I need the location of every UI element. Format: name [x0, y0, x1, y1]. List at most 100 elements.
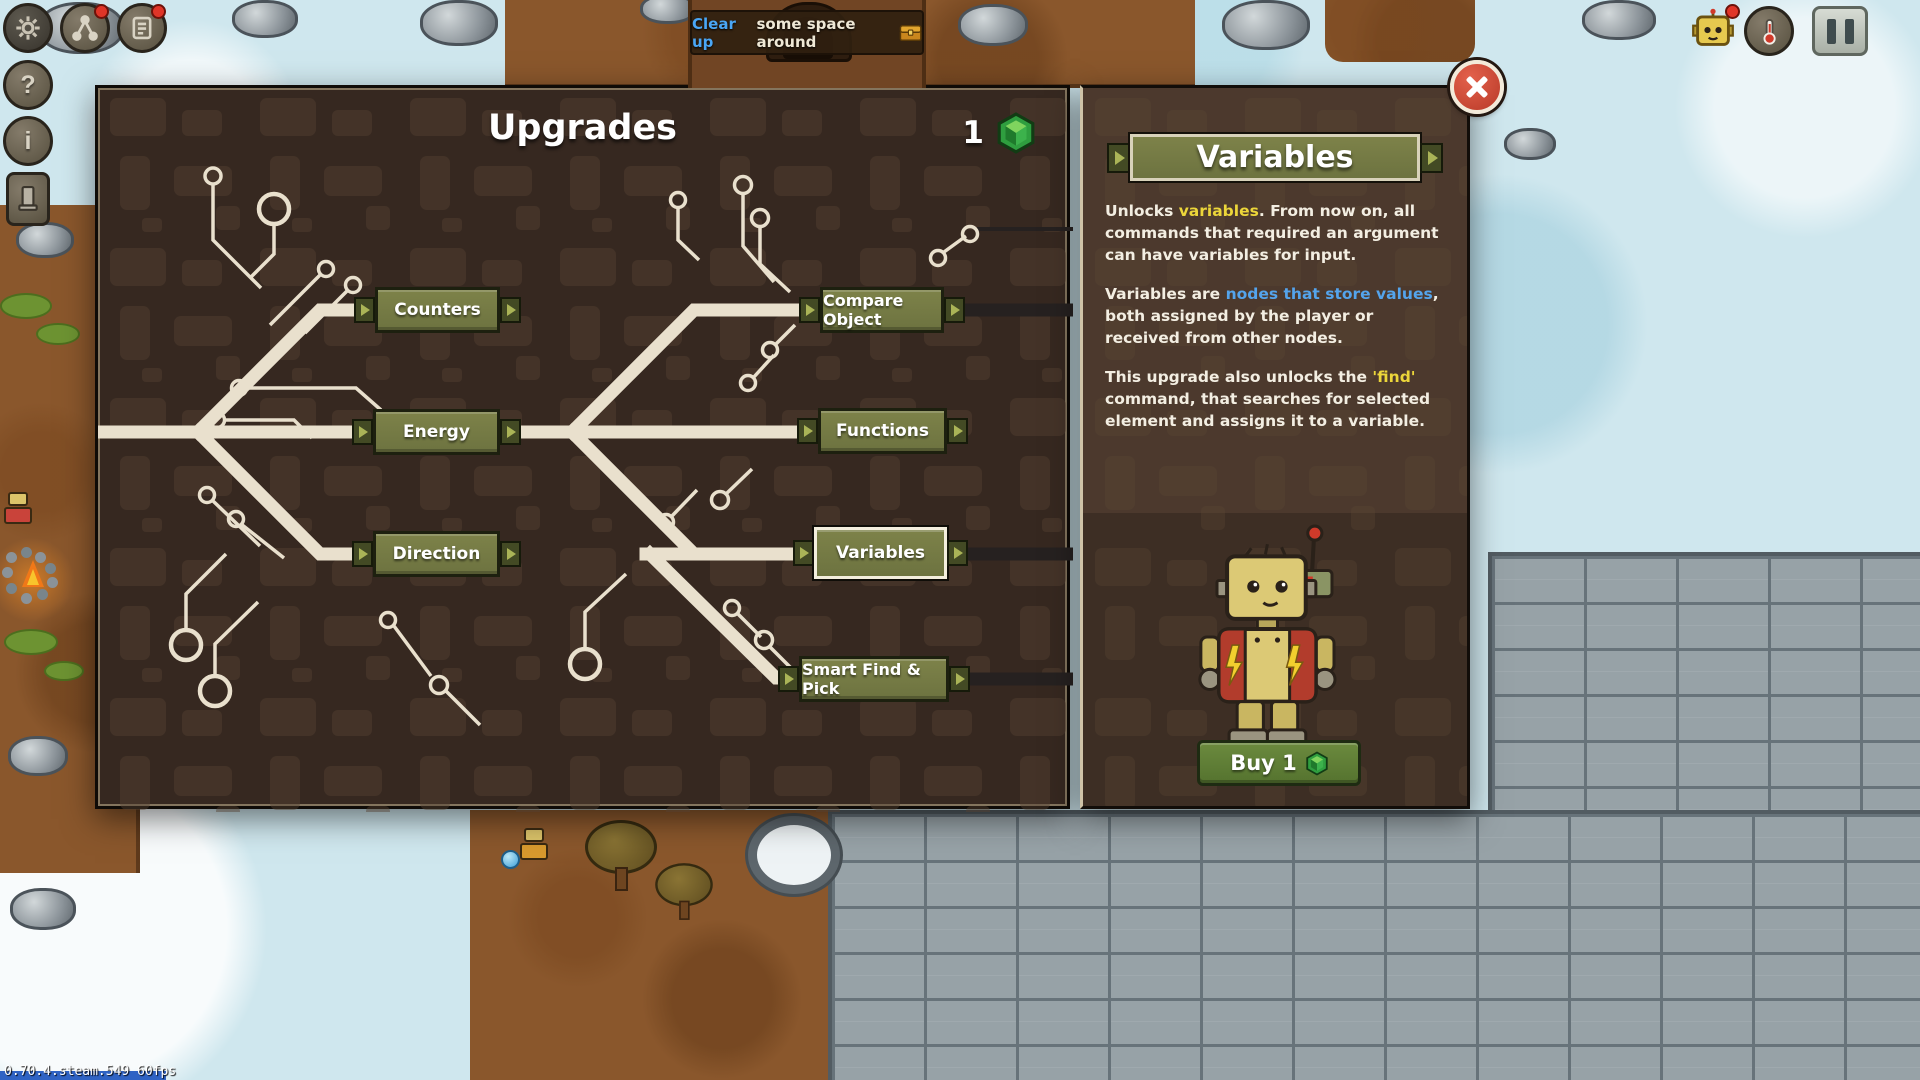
node-connector-right	[944, 297, 965, 323]
node-connector-left	[797, 418, 818, 444]
description-paragraph: Variables are nodes that store values, b…	[1105, 285, 1439, 347]
tasks-button[interactable]	[117, 3, 167, 53]
info-button[interactable]: i	[3, 116, 53, 166]
monument-icon	[18, 186, 38, 211]
upgrade-node-direction[interactable]: Direction	[352, 531, 521, 577]
loading-strip	[0, 1071, 166, 1080]
description-paragraph: Unlocks variables. From now on, all comm…	[1105, 202, 1439, 264]
tree-canopy	[585, 820, 657, 874]
detail-title: Variables	[1130, 134, 1420, 181]
robot-head	[8, 492, 28, 506]
upgrade-detail-panel: Variables Unlocks variables. From now on…	[1080, 85, 1470, 809]
gem-counter: 1	[962, 112, 1035, 154]
buy-label: Buy 1	[1230, 751, 1297, 775]
version-text: 0.70.4.steam.549 60fps	[4, 1064, 177, 1079]
robot-status-button[interactable]	[1688, 4, 1740, 52]
upgrade-node-counters[interactable]: Counters	[354, 287, 521, 333]
upgrades-panel: Upgrades 1 Counters Energy Direction	[95, 85, 1073, 812]
notification-banner[interactable]: Clear up some space around	[690, 10, 924, 55]
tree	[655, 863, 713, 920]
question-icon: ?	[20, 70, 36, 99]
close-button[interactable]	[1450, 60, 1504, 114]
automation-tree-button[interactable]	[60, 3, 110, 53]
tree	[585, 820, 657, 891]
campfire	[0, 534, 78, 626]
tree-trunk	[678, 900, 690, 920]
flame-icon	[22, 560, 44, 587]
upgrade-description: Unlocks variables. From now on, all comm…	[1105, 200, 1452, 449]
node-connector-left	[778, 666, 799, 692]
stone-floor-right	[1488, 552, 1920, 814]
rock	[10, 888, 76, 930]
node-connector-right	[949, 666, 970, 692]
chest-icon	[899, 24, 922, 41]
worker-robot	[4, 492, 32, 524]
node-connector-left	[354, 297, 375, 323]
pause-button[interactable]	[1812, 6, 1868, 56]
blue-orb	[501, 850, 520, 869]
description-paragraph: This upgrade also unlocks the 'find' com…	[1105, 368, 1431, 430]
node-label: Energy	[373, 409, 500, 455]
node-label: Smart Find & Pick	[799, 656, 949, 702]
temperature-button[interactable]	[1744, 6, 1794, 56]
frozen-pond	[748, 816, 840, 894]
rock	[958, 4, 1028, 46]
fire-stone-ring	[6, 552, 17, 563]
node-connector-left	[352, 419, 373, 445]
grass-patch	[44, 661, 84, 681]
gem-count: 1	[962, 115, 984, 151]
robot-body	[520, 843, 548, 860]
rock	[1504, 128, 1556, 160]
grass-patch	[36, 323, 80, 345]
monument-button[interactable]	[6, 172, 50, 226]
gear-icon	[16, 16, 40, 40]
rock	[640, 0, 696, 24]
banner-message: some space around	[756, 14, 856, 51]
upgrade-node-variables[interactable]: Variables	[793, 527, 968, 579]
node-connector-left	[793, 540, 814, 566]
grass-patch	[0, 293, 52, 319]
buy-button[interactable]: Buy 1	[1197, 740, 1361, 786]
settings-button[interactable]	[3, 3, 53, 53]
node-label: Counters	[375, 287, 500, 333]
robot-head-icon	[1692, 8, 1734, 46]
node-connector-left	[799, 297, 820, 323]
rock	[232, 0, 298, 38]
node-connector-right	[947, 540, 968, 566]
worker-robot	[520, 828, 548, 860]
grass-patch	[4, 629, 58, 655]
pause-icon	[1844, 18, 1854, 44]
header-connector-right	[1420, 142, 1443, 173]
upgrade-node-smart-find-pick[interactable]: Smart Find & Pick	[778, 656, 970, 702]
node-label: Functions	[818, 408, 947, 454]
gem-icon	[1306, 750, 1328, 776]
pause-icon	[1826, 18, 1836, 44]
upgrade-node-energy[interactable]: Energy	[352, 409, 521, 455]
help-button[interactable]: ?	[3, 60, 53, 110]
node-connector-right	[947, 418, 968, 444]
node-connector-right	[500, 541, 521, 567]
list-icon	[132, 16, 152, 40]
dirt-terrain-top-right	[1325, 0, 1475, 62]
upgrade-node-functions[interactable]: Functions	[797, 408, 968, 454]
thermometer-icon	[1763, 18, 1776, 45]
robot-illustration	[1183, 518, 1368, 750]
node-label: Compare Object	[820, 287, 944, 333]
upgrades-title: Upgrades	[487, 108, 678, 148]
rock	[8, 736, 68, 776]
banner-action-link[interactable]: Clear up	[692, 14, 736, 51]
rock	[420, 0, 498, 46]
info-icon: i	[24, 126, 32, 155]
node-label: Direction	[373, 531, 500, 577]
node-connector-right	[500, 297, 521, 323]
robot-body	[4, 507, 32, 524]
header-connector-left	[1107, 142, 1130, 173]
gem-icon	[997, 112, 1035, 154]
upgrade-node-compare-object[interactable]: Compare Object	[799, 287, 965, 333]
notification-badge	[94, 4, 109, 19]
detail-header: Variables	[1107, 134, 1443, 181]
tree-canopy	[655, 863, 713, 907]
rock	[1582, 0, 1656, 40]
node-connector-left	[352, 541, 373, 567]
